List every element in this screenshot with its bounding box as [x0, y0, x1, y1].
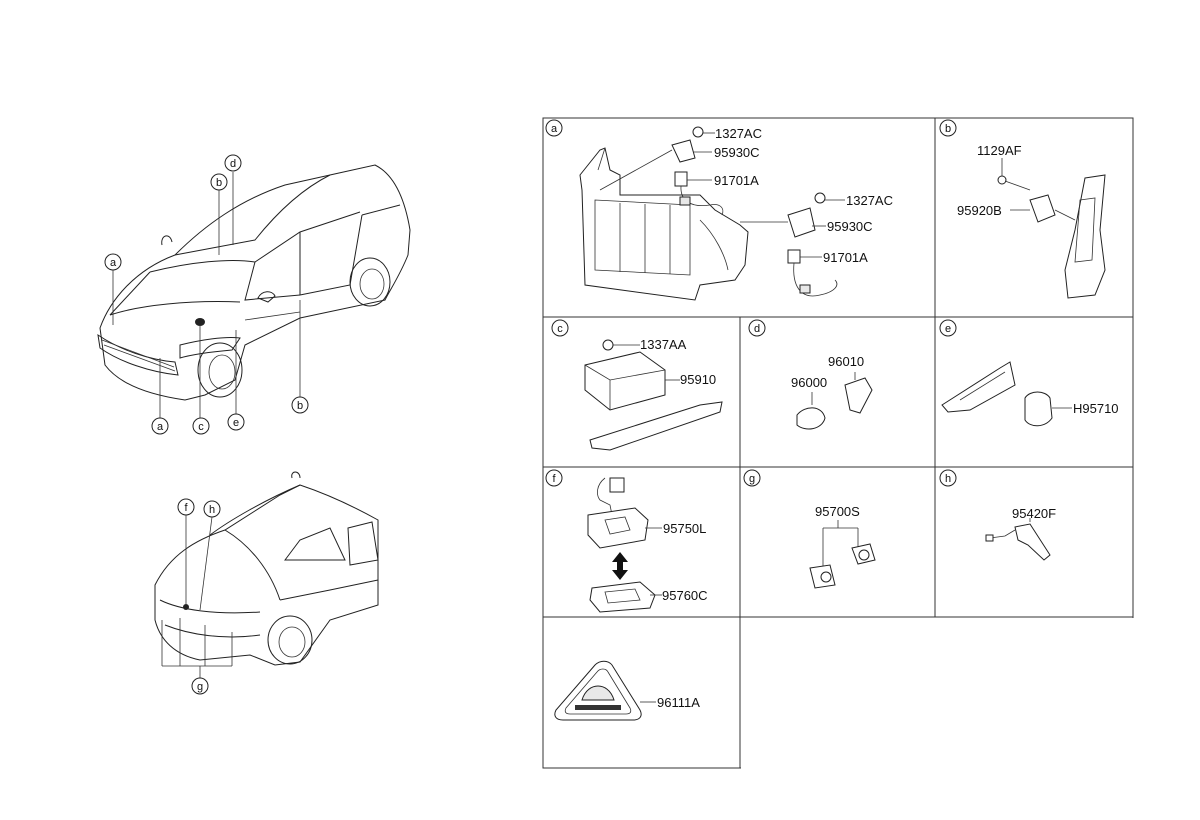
svg-text:1129AF: 1129AF [977, 143, 1022, 158]
svg-text:1337AA: 1337AA [640, 337, 687, 352]
callout-circles: a b d a c e b f h g [104, 154, 309, 695]
panel-c: c 1337AA 95910 [551, 319, 723, 451]
connector-91701a-2 [787, 249, 801, 264]
rear-camera-95750l [587, 507, 649, 549]
panel-h: h 95420F [939, 469, 1056, 561]
sensor-h95710 [1024, 391, 1053, 427]
camera-connector [609, 477, 625, 493]
svg-text:e: e [233, 417, 239, 429]
callout-rear-g: g [191, 677, 209, 695]
floor-bracket [589, 401, 723, 451]
svg-text:1327AC: 1327AC [846, 193, 893, 208]
svg-text:95930C: 95930C [827, 219, 873, 234]
svg-text:f: f [552, 473, 556, 485]
svg-text:91701A: 91701A [823, 250, 868, 265]
callout-front-e-bottom: e [227, 413, 245, 431]
nut-1327ac-1 [692, 126, 704, 138]
callout-rear-h: h [203, 500, 221, 518]
mounting-bracket [941, 361, 1016, 413]
svg-text:d: d [754, 323, 760, 335]
panel-g: g 95700S [743, 469, 876, 589]
svg-text:b: b [297, 400, 303, 412]
callout-front-b-top: b [210, 173, 228, 191]
camera-bracket-95760c [589, 581, 656, 613]
svg-text:95920B: 95920B [957, 203, 1002, 218]
svg-text:g: g [197, 681, 203, 693]
svg-text:95750L: 95750L [663, 521, 706, 536]
svg-text:95420F: 95420F [1012, 506, 1056, 521]
callout-front-d-top: d [224, 154, 242, 172]
svg-text:96010: 96010 [828, 354, 864, 369]
key-fob-96000 [796, 407, 826, 430]
svg-text:a: a [110, 257, 117, 269]
key-blade-96010 [844, 377, 873, 414]
rear-car-illustration [154, 471, 379, 666]
svg-text:91701A: 91701A [714, 173, 759, 188]
svg-text:h: h [945, 473, 951, 485]
panel-d: d 96010 96000 [748, 319, 873, 430]
side-impact-sensor [1029, 194, 1056, 223]
svg-text:g: g [749, 473, 755, 485]
panel-b: b 1129AF 95920B [939, 119, 1106, 299]
svg-text:95930C: 95930C [714, 145, 760, 160]
svg-text:c: c [198, 421, 204, 433]
svg-text:d: d [230, 158, 236, 170]
svg-text:a: a [551, 123, 558, 135]
panel-a: a 1327AC 95930C 91701A 1327AC [545, 119, 893, 301]
svg-text:95760C: 95760C [662, 588, 708, 603]
radiator-support [579, 147, 749, 301]
callout-front-a-top: a [104, 253, 122, 271]
svg-text:c: c [557, 323, 563, 335]
svg-text:96000: 96000 [791, 375, 827, 390]
callout-front-c-bottom: c [192, 417, 210, 435]
double-arrow-icon [612, 552, 628, 580]
svg-text:e: e [945, 323, 951, 335]
nut-1337aa [602, 339, 614, 351]
connector-91701a-1 [674, 171, 688, 187]
nut-1327ac-2 [814, 192, 826, 204]
svg-text:b: b [945, 123, 951, 135]
panel-e: e H95710 [939, 319, 1119, 427]
crash-sensor-front-left [671, 139, 696, 163]
svg-text:95910: 95910 [680, 372, 716, 387]
b-pillar [1064, 174, 1106, 299]
callout-front-a-bottom: a [151, 417, 169, 435]
callout-rear-f: f [177, 498, 195, 516]
panel-grid [542, 117, 1134, 769]
svg-text:H95710: H95710 [1073, 401, 1119, 416]
panel-f: f 95750L 95760C [545, 469, 708, 613]
svg-text:f: f [184, 502, 188, 514]
svg-text:a: a [157, 421, 164, 433]
rear-callout-leaders [161, 515, 233, 678]
svg-text:h: h [209, 504, 215, 516]
front-callout-leaders [112, 172, 301, 418]
front-car-illustration [97, 164, 411, 401]
svg-text:96111A: 96111A [657, 695, 700, 710]
svg-text:1327AC: 1327AC [715, 126, 762, 141]
crash-sensor-front-right [787, 207, 816, 238]
callout-front-b-bottom: b [291, 396, 309, 414]
svg-text:95700S: 95700S [815, 504, 860, 519]
bolt-1129af [997, 175, 1007, 185]
svg-text:b: b [216, 177, 222, 189]
antenna-95420f [1014, 523, 1051, 561]
panel-sticker: 96111A [554, 660, 700, 721]
airbag-control-unit [584, 351, 666, 411]
